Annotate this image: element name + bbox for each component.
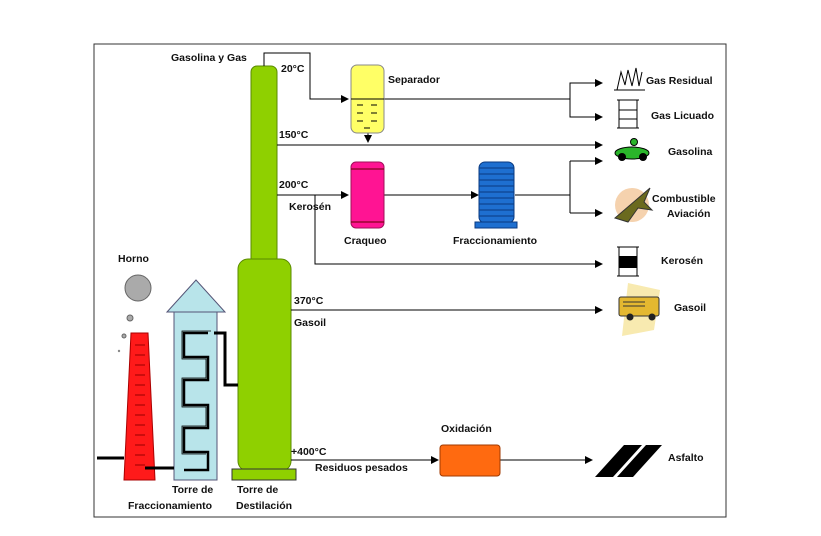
label-gasolina-y-gas: Gasolina y Gas [171,52,247,64]
product-kerosen: Kerosén [661,255,703,267]
label-torre-fracc-2: Fraccionamiento [128,500,212,512]
flow-lines [263,52,603,464]
gas-flame-icon [614,67,645,91]
label-kerosen-flow: Kerosén [289,201,331,213]
product-asfalto: Asfalto [668,452,704,464]
airplane-icon [613,187,654,223]
bus-icon [618,283,660,336]
car-icon [614,138,650,161]
separator-vessel [350,64,385,134]
label-400c: +400°C [291,446,327,458]
furnace [117,274,156,481]
label-torre-dest-1: Torre de [237,484,278,496]
kerosene-can-icon [617,246,639,277]
label-oxidacion: Oxidación [441,423,492,435]
label-craqueo: Craqueo [344,235,387,247]
label-20c: 20°C [281,63,305,75]
product-gas-residual: Gas Residual [646,75,713,87]
label-370c: 370°C [294,295,324,307]
label-gasoil-flow: Gasoil [294,317,326,329]
label-fraccionamiento: Fraccionamiento [453,235,537,247]
craqueo-vessel [350,161,385,229]
product-gas-licuado: Gas Licuado [651,110,714,122]
asphalt-road-icon [595,445,662,477]
gas-cylinder-icon [617,99,639,129]
distillation-tower [231,65,297,481]
oxidation-unit [439,444,501,477]
label-horno: Horno [118,253,149,265]
label-torre-dest-2: Destilación [236,500,292,512]
pipes [97,331,238,470]
fractionation-tower [165,279,227,481]
smoke-cloud-icon [124,274,152,302]
label-200c: 200°C [279,179,309,191]
product-combustible-1: Combustible [652,193,716,205]
product-gasoil: Gasoil [674,302,706,314]
product-combustible-2: Aviación [667,208,710,220]
product-gasolina: Gasolina [668,146,713,158]
label-150c: 150°C [279,129,309,141]
fractionation-vessel [474,161,518,229]
label-torre-fracc-1: Torre de [172,484,213,496]
label-residuos: Residuos pesados [315,462,408,474]
label-separador: Separador [388,74,440,86]
